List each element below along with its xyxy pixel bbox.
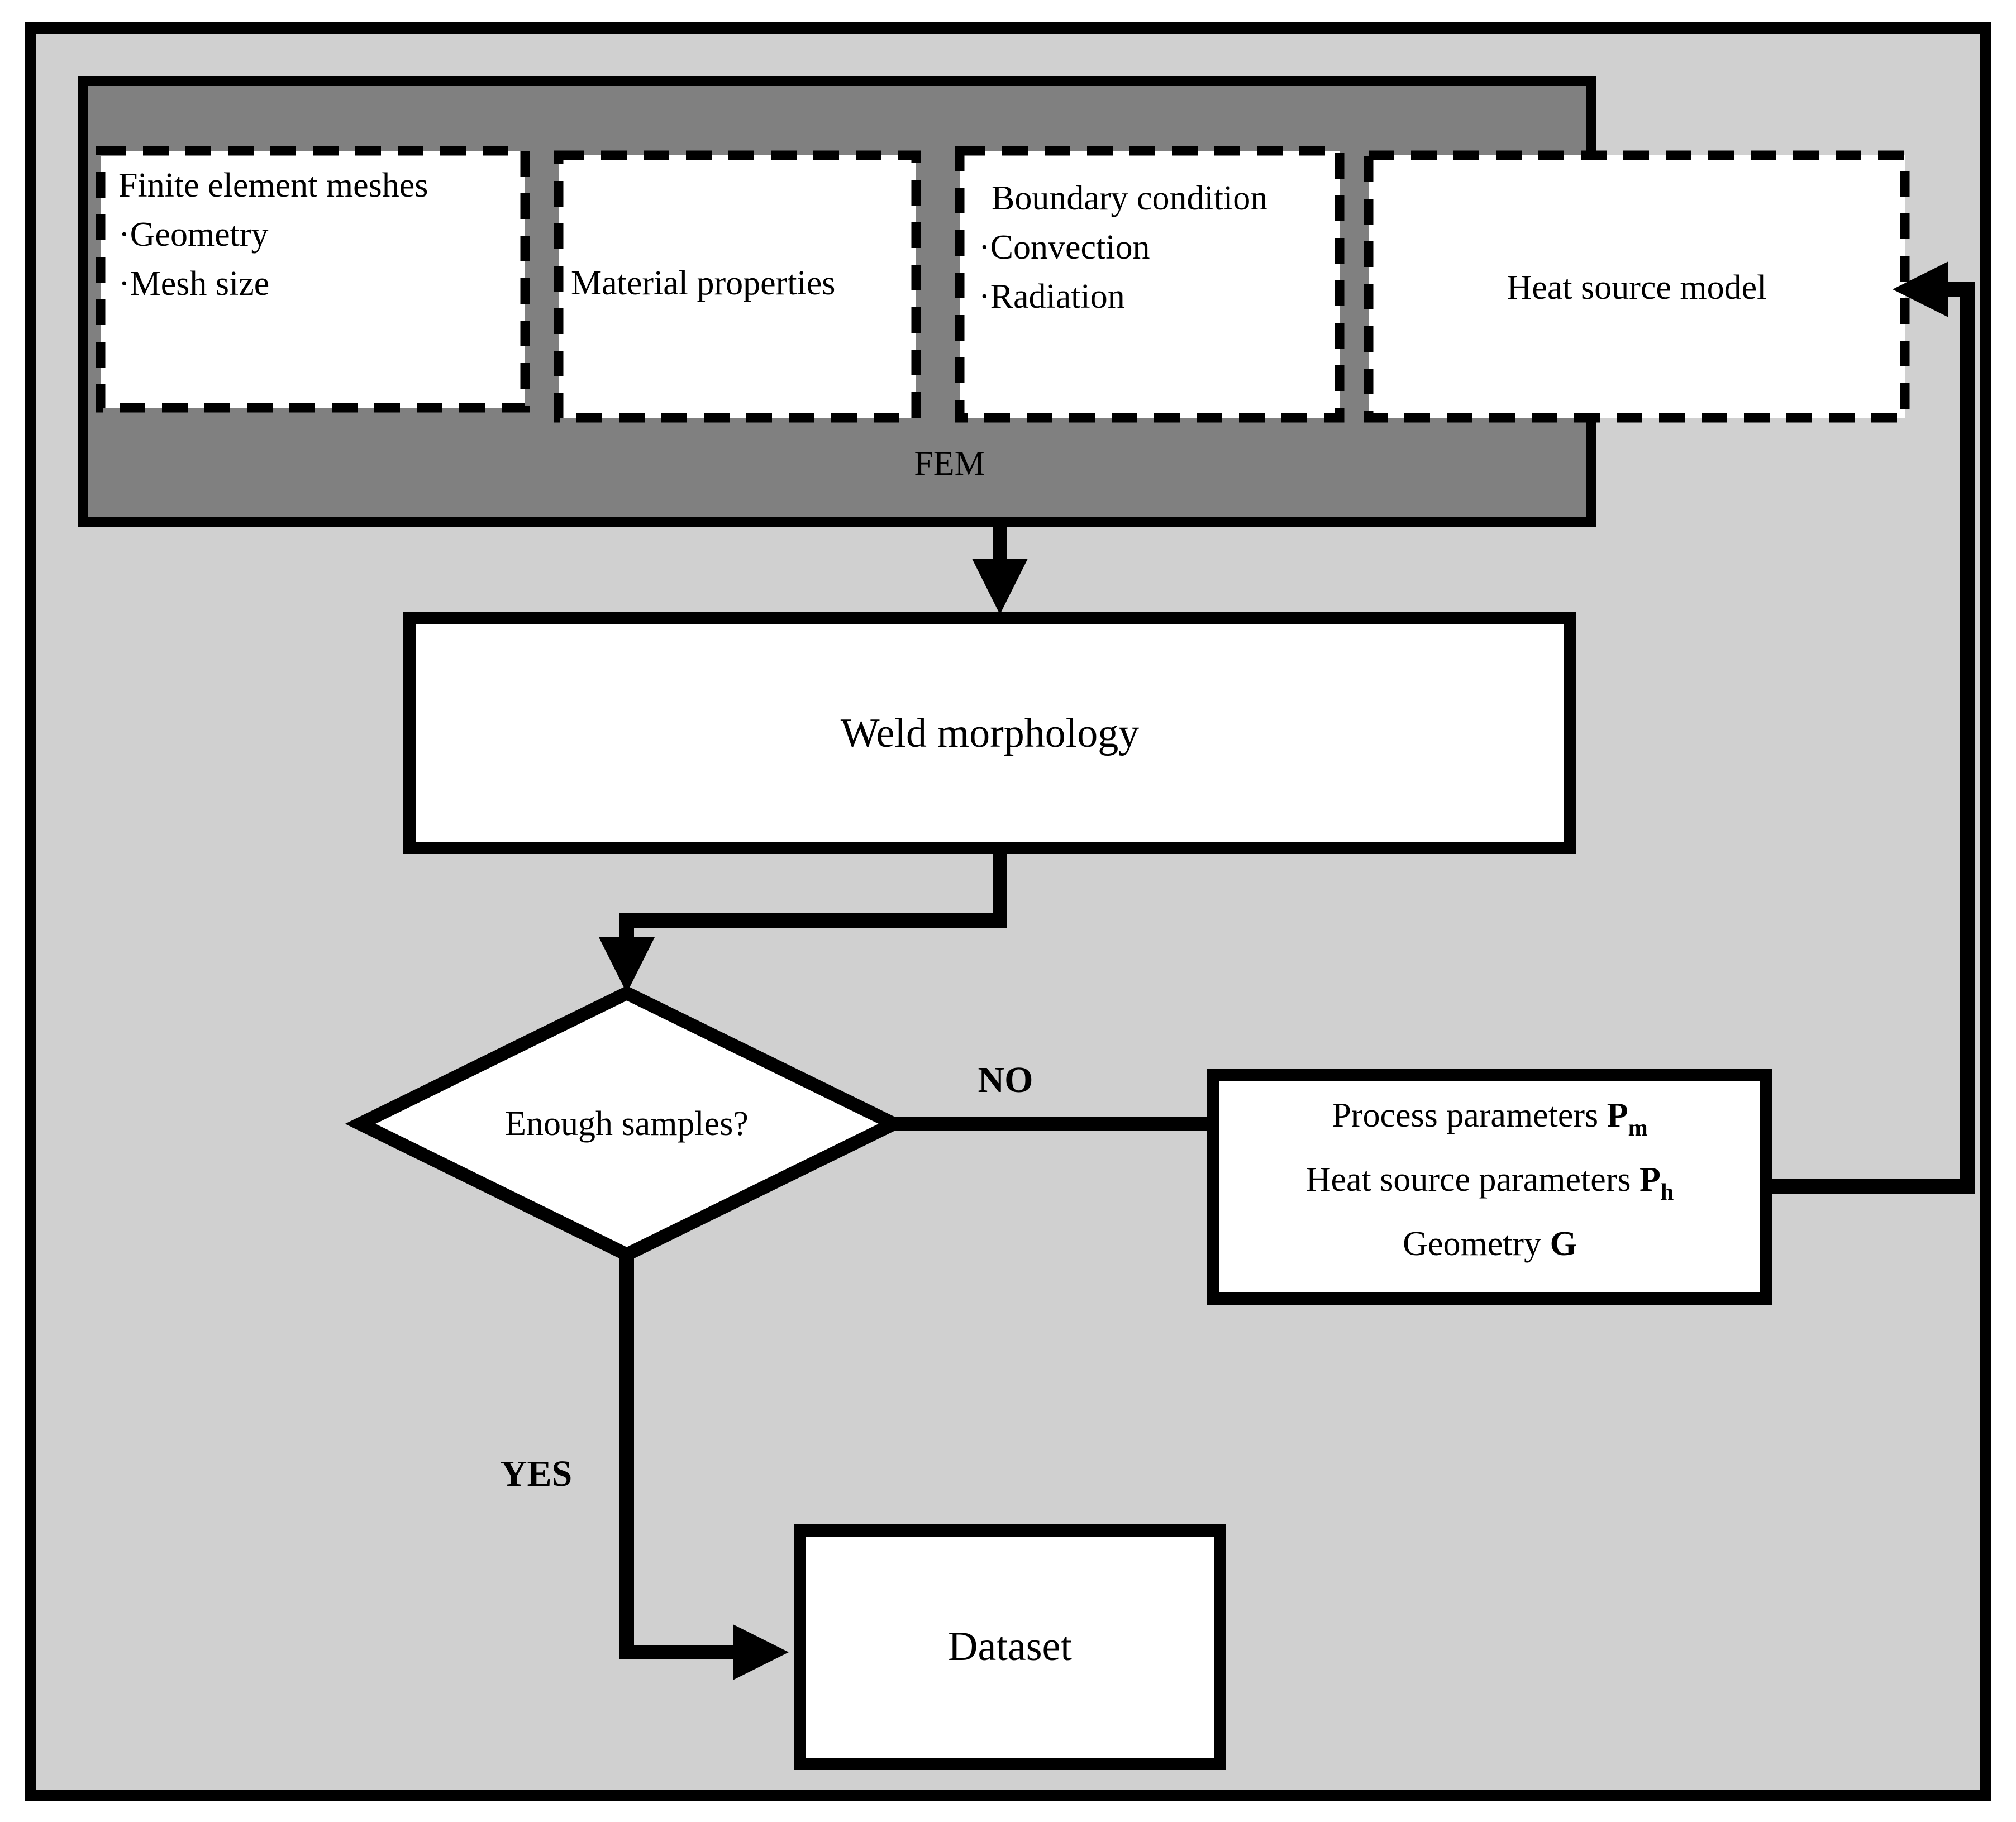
node-label-parameters-line-0: Process parameters Pm: [1332, 1096, 1647, 1141]
parameters-subscript-1: h: [1661, 1179, 1674, 1205]
node-weld-morphology[interactable]: [403, 612, 1576, 854]
edge-label-yes: YES: [501, 1453, 572, 1494]
node-dataset[interactable]: [794, 1524, 1226, 1770]
node-label-weld-morphology: Weld morphology: [841, 710, 1140, 756]
node-label-dataset: Dataset: [948, 1624, 1072, 1670]
input-box-boundary-condition[interactable]: [955, 146, 1345, 423]
input-box-material-properties[interactable]: [554, 150, 921, 423]
edge-feedback-arrowhead: [1893, 261, 1948, 317]
input-box-heat-source-model[interactable]: [1364, 150, 1910, 423]
input-label-finite-element-meshes-line-0: Finite element meshes: [118, 166, 428, 204]
input-box-finite-element-meshes[interactable]: [96, 146, 530, 413]
fem-group-label: FEM: [914, 445, 985, 483]
input-label-boundary-condition-line-1: ·Convection: [979, 228, 1150, 266]
input-label-finite-element-meshes-line-2: ·Mesh size: [118, 265, 269, 303]
input-label-heat-source-model: Heat source model: [1507, 269, 1767, 307]
input-label-finite-element-meshes-line-1: ·Geometry: [118, 216, 269, 254]
parameters-text-2: Geometry: [1403, 1225, 1550, 1263]
parameters-symbol-1: P: [1640, 1161, 1661, 1199]
edge-yes-arrowhead: [733, 1624, 789, 1680]
parameters-text-0: Process parameters: [1332, 1096, 1607, 1134]
parameters-symbol-0: P: [1607, 1096, 1628, 1134]
input-label-material-properties: Material properties: [571, 264, 835, 302]
edge-label-no: NO: [978, 1060, 1033, 1100]
node-label-parameters-line-2: Geometry G: [1403, 1225, 1577, 1263]
parameters-symbol-2: G: [1550, 1225, 1577, 1263]
node-label-decision: Enough samples?: [505, 1105, 749, 1143]
edge-yes-path: [619, 1255, 760, 1659]
edge-weld-to-decision-arrowhead: [599, 937, 655, 993]
input-label-boundary-condition-line-0: Boundary condition: [992, 179, 1267, 217]
node-label-parameters-line-1: Heat source parameters Ph: [1306, 1161, 1674, 1205]
edge-fem-to-weld-arrowhead: [972, 559, 1028, 614]
input-label-boundary-condition-line-2: ·Radiation: [979, 278, 1125, 316]
parameters-subscript-0: m: [1628, 1115, 1648, 1141]
parameters-text-1: Heat source parameters: [1306, 1161, 1640, 1199]
node-parameters[interactable]: [1207, 1069, 1772, 1305]
